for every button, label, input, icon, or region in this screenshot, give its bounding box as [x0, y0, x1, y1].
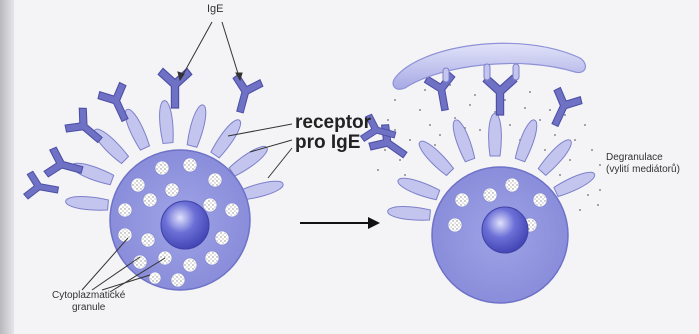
right-mast-cell [360, 43, 601, 303]
degranulation-label: Degranulace (vylití mediátorů) [606, 152, 680, 176]
degranulation-label-line2: (vylití mediátorů) [606, 164, 680, 176]
cytoplasmic-label-line2: granule [52, 302, 125, 314]
degranulation-label-line1: Degranulace [606, 152, 680, 164]
right-arrow-icon [300, 217, 380, 229]
receptor-label-line1: receptor [295, 113, 371, 133]
receptor-label: receptor pro IgE [295, 113, 371, 153]
left-nucleus [161, 201, 209, 249]
receptor-label-line2: pro IgE [295, 133, 371, 153]
cytoplasmic-label-line1: Cytoplazmatické [52, 290, 125, 302]
right-nucleus [482, 207, 528, 253]
left-mast-cell [23, 68, 285, 290]
ige-label: IgE [207, 3, 224, 15]
cytoplasmic-granules-label: Cytoplazmatické granule [52, 290, 125, 314]
